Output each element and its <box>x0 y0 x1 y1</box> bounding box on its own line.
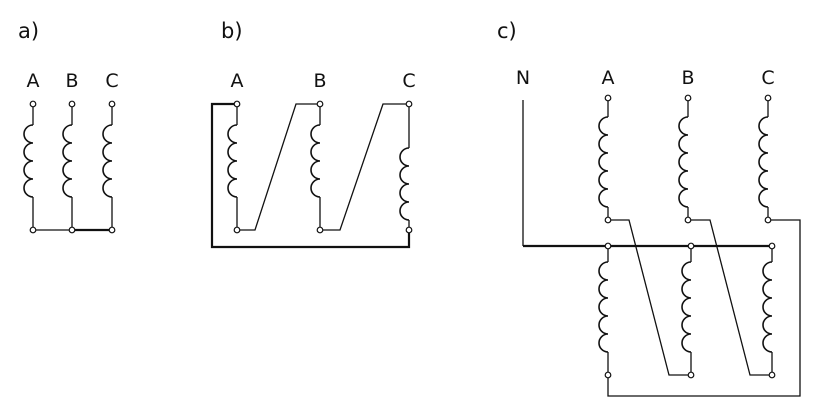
panel-a-star-connection: a) A B C <box>18 19 119 234</box>
winding-b <box>62 106 73 230</box>
winding-a <box>227 104 238 230</box>
winding-a <box>23 106 34 230</box>
winding-b <box>310 104 321 230</box>
delta-link-b-c <box>320 103 409 231</box>
terminal-label-b: B <box>681 67 694 89</box>
terminal-label-a: A <box>602 67 615 89</box>
lower-winding-b <box>681 246 692 375</box>
panel-c-label: c) <box>497 19 517 43</box>
zigzag-return-wire <box>607 219 801 397</box>
terminal-dots <box>29 100 116 234</box>
upper-winding-a <box>598 100 609 220</box>
upper-winding-c <box>758 100 769 220</box>
zigzag-link-a <box>608 219 691 376</box>
terminal-label-n: N <box>516 67 530 89</box>
terminal-label-b: B <box>65 70 78 92</box>
terminal-label-c: C <box>402 70 415 92</box>
terminal-label-b: B <box>313 70 326 92</box>
terminal-label-a: A <box>231 70 244 92</box>
terminal-label-c: C <box>761 67 774 89</box>
terminal-label-a: A <box>27 70 40 92</box>
winding-c <box>102 106 113 230</box>
delta-link-a-b <box>237 103 320 231</box>
lower-winding-c <box>762 246 773 375</box>
panel-b-delta-connection: b) A B C <box>210 19 416 249</box>
upper-winding-b <box>678 100 689 220</box>
winding-c <box>399 104 410 230</box>
terminal-dots <box>604 94 776 379</box>
terminal-dots <box>233 100 413 234</box>
delta-return-wire <box>210 102 411 249</box>
panel-b-label: b) <box>221 19 243 43</box>
panel-a-label: a) <box>18 19 39 43</box>
terminal-label-c: C <box>105 70 118 92</box>
panel-c-zigzag-connection: c) N A B C <box>497 19 801 397</box>
lower-winding-a <box>598 246 609 375</box>
zigzag-link-b <box>688 219 772 376</box>
